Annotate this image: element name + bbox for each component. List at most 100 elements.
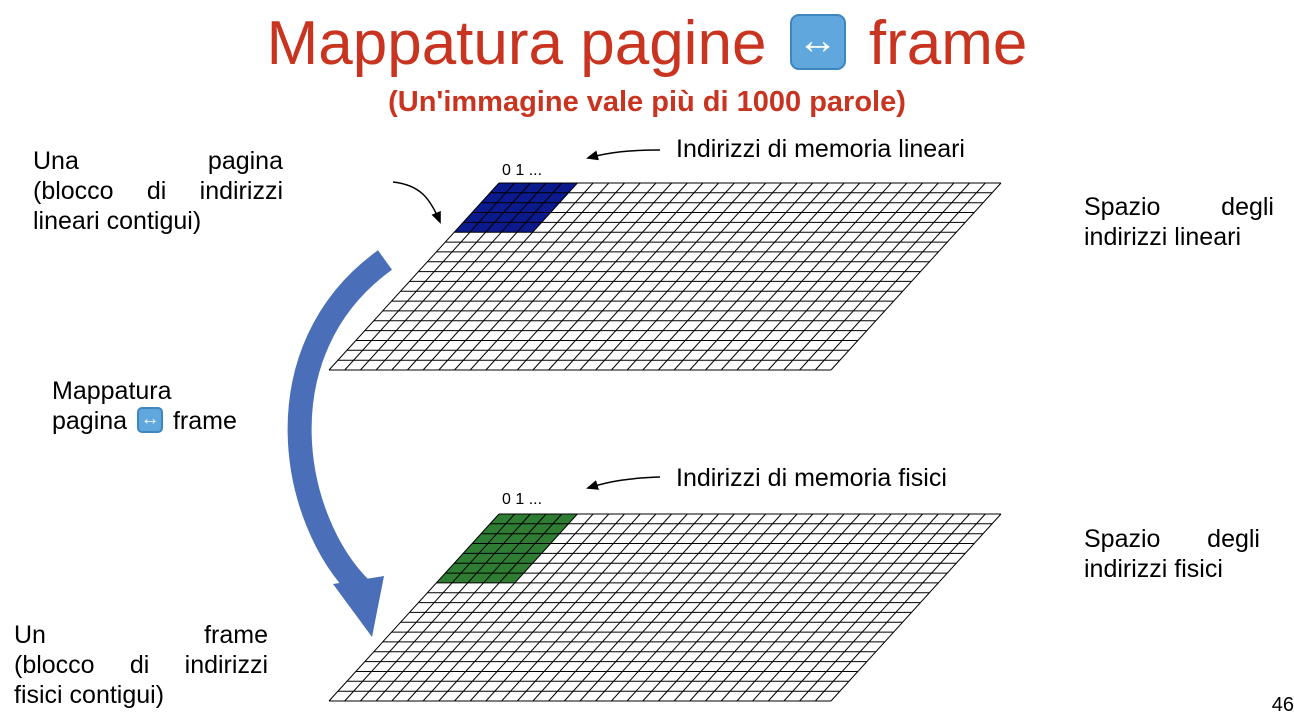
grid-column-line	[642, 513, 814, 702]
grid-column-line	[422, 513, 594, 702]
pointer-arrow-physical	[586, 476, 661, 490]
grid-column-line	[360, 182, 531, 371]
grid-column-line	[830, 182, 1002, 371]
grid-column-line	[548, 513, 719, 702]
grid-column-line	[501, 513, 672, 702]
highlighted-block	[436, 514, 578, 583]
grid-column-line	[689, 182, 861, 371]
grid-column-line	[705, 513, 876, 702]
grid-column-line	[658, 513, 829, 702]
page-label-line-3: lineari contigui)	[33, 207, 202, 235]
mapping-label-line-2: pagina frame	[52, 406, 237, 436]
grid-column-line	[407, 182, 578, 371]
grid-column-line	[783, 513, 955, 702]
grid-column-line	[814, 182, 986, 371]
grid-column-line	[705, 182, 876, 371]
frame-label-line-2: (blocco di indirizzi	[14, 651, 268, 679]
title-text-before: Mappatura pagine	[266, 9, 767, 78]
page-label-line-2: (blocco di indirizzi	[33, 177, 283, 205]
grid-column-line	[391, 513, 563, 702]
grid-column-line	[485, 182, 657, 371]
grid-column-line	[814, 513, 986, 702]
grid-column-line	[626, 513, 798, 702]
mapping-label: Mappatura pagina frame	[52, 376, 237, 436]
linear-addresses-label: Indirizzi di memoria lineari	[676, 135, 965, 163]
grid-column-line	[469, 182, 641, 371]
grid-column-line	[485, 513, 657, 702]
physical-addresses-label: Indirizzi di memoria fisici	[676, 464, 947, 492]
linear-address-grid	[328, 182, 1002, 371]
mapping-label-before: pagina	[52, 407, 128, 435]
physical-space-line-2: indirizzi fisici	[1084, 555, 1223, 583]
grid-column-line	[438, 513, 610, 702]
left-right-arrow-icon	[137, 407, 164, 433]
frame-label-line-3: fisici contigui)	[14, 681, 165, 709]
grid-column-line	[579, 513, 751, 702]
left-right-arrow-icon	[789, 14, 846, 70]
grid-column-line	[611, 513, 782, 702]
highlighted-block	[454, 183, 578, 233]
grid-column-line	[563, 182, 735, 371]
grid-column-line	[454, 182, 625, 371]
grid-column-line	[736, 182, 908, 371]
grid-column-line	[469, 513, 641, 702]
grid-column-line	[391, 182, 563, 371]
grid-column-line	[375, 513, 547, 702]
grid-column-line	[658, 182, 829, 371]
page-label: Una pagina (blocco di indirizzi lineari …	[33, 146, 283, 236]
grid-column-line	[595, 513, 767, 702]
zero-one-bottom-label: 0 1 ...	[502, 491, 543, 508]
grid-column-line	[626, 182, 798, 371]
linear-space-line-1: Spazio degli	[1084, 193, 1274, 221]
mapping-label-line-1: Mappatura	[52, 377, 172, 405]
grid-column-line	[328, 182, 500, 371]
grid-column-line	[501, 182, 672, 371]
mapping-arrow-head	[333, 576, 384, 637]
grid-column-line	[595, 182, 767, 371]
grid-column-line	[720, 513, 892, 702]
grid-column-line	[611, 182, 782, 371]
grid-column-line	[673, 182, 845, 371]
grid-column-line	[344, 182, 516, 371]
grid-column-line	[328, 513, 500, 702]
mapping-arrow-shaft	[287, 250, 393, 599]
grid-column-line	[516, 513, 688, 702]
pointer-arrow-linear	[586, 149, 661, 161]
grid-column-line	[799, 513, 970, 702]
grid-column-line	[579, 182, 751, 371]
physical-space-label: Spazio degli indirizzi fisici	[1084, 524, 1260, 584]
slide-subtitle: (Un'immagine vale più di 1000 parole)	[388, 86, 906, 118]
physical-address-grid	[328, 513, 1002, 702]
page-label-line-1: Una pagina	[33, 147, 283, 175]
grid-column-line	[752, 513, 923, 702]
linear-space-label: Spazio degli indirizzi lineari	[1084, 192, 1274, 252]
grid-column-line	[516, 182, 688, 371]
zero-one-top-label: 0 1 ...	[502, 162, 543, 179]
grid-column-line	[689, 513, 861, 702]
grid-column-line	[407, 513, 578, 702]
grid-column-line	[720, 182, 892, 371]
grid-column-line	[438, 182, 610, 371]
grid-column-line	[454, 513, 625, 702]
grid-column-line	[673, 513, 845, 702]
page-number: 46	[1271, 694, 1294, 716]
grid-column-line	[548, 182, 719, 371]
slide-title: Mappatura pagine frame	[0, 8, 1294, 80]
grid-column-line	[767, 513, 939, 702]
frame-label-line-1: Un frame	[14, 621, 268, 649]
frame-label: Un frame (blocco di indirizzi fisici con…	[14, 620, 268, 710]
grid-column-line	[752, 182, 923, 371]
grid-column-line	[360, 513, 531, 702]
grid-column-line	[642, 182, 814, 371]
grid-column-line	[736, 513, 908, 702]
pointer-arrow-page	[392, 181, 441, 224]
grid-column-line	[375, 182, 547, 371]
grid-column-line	[799, 182, 970, 371]
grid-column-line	[532, 513, 704, 702]
grid-column-line	[422, 182, 594, 371]
grid-column-line	[767, 182, 939, 371]
mapping-label-after: frame	[172, 407, 237, 435]
grid-column-line	[563, 513, 735, 702]
physical-space-line-1: Spazio degli	[1084, 525, 1260, 553]
